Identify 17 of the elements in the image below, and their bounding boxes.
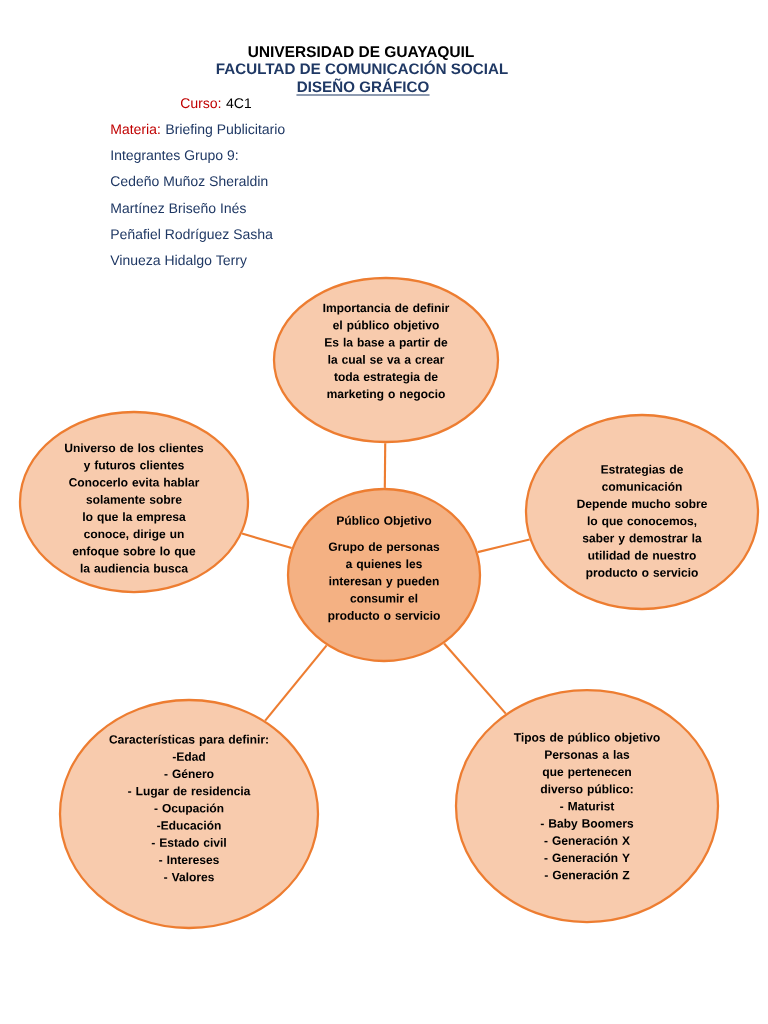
connector-line [264, 644, 328, 722]
group-heading: Integrantes Grupo 9: [111, 150, 238, 163]
header-title: UNIVERSIDAD DE GUAYAQUIL [248, 46, 474, 61]
connector-line [443, 642, 507, 715]
member-name: Cedeño Muñoz Sheraldin [111, 175, 268, 187]
field-label: Curso: [181, 98, 221, 109]
member-name: Vinueza Hidalgo Terry [110, 254, 247, 268]
field-value: Briefing Publicitario [166, 123, 285, 137]
connector-line [241, 532, 292, 550]
member-name: Martínez Briseño Inés [111, 202, 246, 214]
header-subtitle: DISEÑO GRÁFICO [295, 78, 431, 96]
connector-line [383, 443, 387, 488]
member-name: Peñafiel Rodríguez Sasha [111, 228, 273, 242]
connector-line [477, 538, 530, 554]
header-subtitle: FACULTAD DE COMUNICACIÓN SOCIAL [216, 60, 508, 75]
field-label: Materia: [111, 123, 160, 135]
field-value: 4C1 [226, 98, 251, 109]
